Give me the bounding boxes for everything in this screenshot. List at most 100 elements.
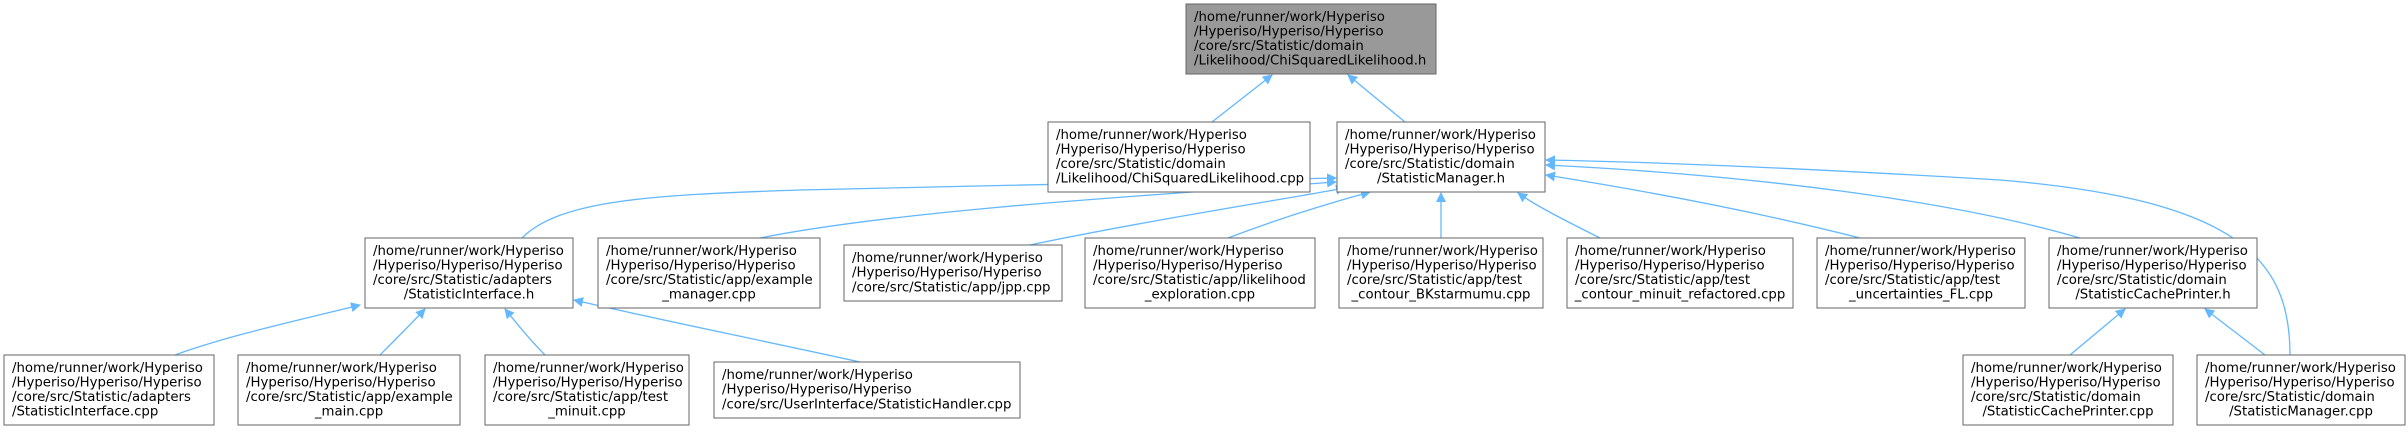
node-label-line: /Hyperiso/Hyperiso/Hyperiso	[722, 383, 912, 398]
node-example-main[interactable]: /home/runner/work/Hyperiso/Hyperiso/Hype…	[237, 354, 461, 426]
node-label-line: /core/src/Statistic/app/jpp.cpp	[852, 280, 1051, 295]
node-label-line: _minuit.cpp	[547, 405, 625, 420]
node-label-line: /Likelihood/ChiSquaredLikelihood.cpp	[1056, 172, 1304, 187]
node-label-line: /core/src/Statistic/app/example	[606, 273, 813, 288]
node-label-line: /home/runner/work/Hyperiso	[1971, 361, 2162, 376]
node-label-line: /home/runner/work/Hyperiso	[1347, 244, 1538, 259]
node-label-line: _contour_minuit_refactored.cpp	[1574, 288, 1786, 303]
node-box[interactable]	[1338, 237, 1544, 309]
edge-test_uncert-to-statmgr_h	[1545, 171, 1861, 239]
nodes-layer: /home/runner/work/Hyperiso/Hyperiso/Hype…	[3, 3, 2406, 426]
edge-statmgr_cpp-to-statmgr_h	[1545, 155, 2291, 356]
node-box[interactable]	[1566, 237, 1794, 309]
edge-jpp-to-statmgr_h	[1029, 184, 1346, 246]
node-box[interactable]	[2048, 237, 2258, 309]
node-chisq-cpp[interactable]: /home/runner/work/Hyperiso/Hyperiso/Hype…	[1047, 121, 1311, 193]
node-label-line: /core/src/Statistic/adapters	[373, 273, 552, 288]
node-label-line: /core/src/Statistic/domain	[1056, 157, 1226, 172]
node-label-line: /Hyperiso/Hyperiso/Hyperiso	[373, 258, 563, 273]
node-label-line: /Hyperiso/Hyperiso/Hyperiso	[1093, 258, 1283, 273]
node-label-line: /home/runner/work/Hyperiso	[2057, 244, 2248, 259]
node-label-line: /core/src/Statistic/app/test	[493, 390, 668, 405]
edge-statmgr_cpp-to-cache_printer_h	[2204, 308, 2266, 356]
node-label-line: /core/src/Statistic/domain	[2057, 273, 2227, 288]
node-label-line: /Hyperiso/Hyperiso/Hyperiso	[1345, 142, 1535, 157]
node-label-line: /Hyperiso/Hyperiso/Hyperiso	[1575, 258, 1765, 273]
node-cache-printer-cpp[interactable]: /home/runner/work/Hyperiso/Hyperiso/Hype…	[1962, 354, 2174, 426]
node-example-manager[interactable]: /home/runner/work/Hyperiso/Hyperiso/Hype…	[597, 237, 821, 309]
node-label-line: /StatisticCachePrinter.h	[2075, 288, 2230, 303]
node-box[interactable]	[1962, 354, 2174, 426]
edge-statint_cpp-to-statint_h	[174, 302, 361, 356]
node-box[interactable]	[3, 354, 215, 426]
node-label-line: _manager.cpp	[661, 288, 756, 303]
node-label-line: /home/runner/work/Hyperiso	[2205, 361, 2396, 376]
node-label-line: /home/runner/work/Hyperiso	[1575, 244, 1766, 259]
edges-layer	[174, 74, 2291, 363]
node-label-line: /Hyperiso/Hyperiso/Hyperiso	[1056, 142, 1246, 157]
node-label-line: /core/src/UserInterface/StatisticHandler…	[722, 397, 1011, 412]
node-box[interactable]	[2196, 354, 2406, 426]
node-label-line: /StatisticManager.h	[1377, 172, 1505, 187]
node-label-line: /core/src/Statistic/domain	[2205, 390, 2375, 405]
node-box[interactable]	[364, 237, 574, 309]
node-box[interactable]	[1084, 237, 1316, 309]
node-label-line: /home/runner/work/Hyperiso	[1056, 128, 1247, 143]
node-statmgr-cpp[interactable]: /home/runner/work/Hyperiso/Hyperiso/Hype…	[2196, 354, 2406, 426]
node-test-contour-bk[interactable]: /home/runner/work/Hyperiso/Hyperiso/Hype…	[1338, 237, 1544, 309]
node-label-line: _uncertainties_FL.cpp	[1848, 288, 1993, 303]
node-cache-printer-h[interactable]: /home/runner/work/Hyperiso/Hyperiso/Hype…	[2048, 237, 2258, 309]
edge-likelihood_exp-to-statmgr_h	[1227, 189, 1371, 239]
node-label-line: /Hyperiso/Hyperiso/Hyperiso	[246, 375, 436, 390]
edge-cache_printer_h-to-statmgr_h	[1545, 160, 2081, 239]
node-label-line: /Hyperiso/Hyperiso/Hyperiso	[606, 258, 796, 273]
node-label-line: /core/src/Statistic/domain	[1194, 39, 1364, 54]
node-box[interactable]	[713, 361, 1021, 419]
node-likelihood-exp[interactable]: /home/runner/work/Hyperiso/Hyperiso/Hype…	[1084, 237, 1316, 309]
node-test-uncert[interactable]: /home/runner/work/Hyperiso/Hyperiso/Hype…	[1816, 237, 2026, 309]
node-label-line: /home/runner/work/Hyperiso	[722, 368, 913, 383]
node-label-line: /Hyperiso/Hyperiso/Hyperiso	[852, 266, 1042, 281]
node-box[interactable]	[484, 354, 690, 426]
node-box[interactable]	[1816, 237, 2026, 309]
node-label-line: /Hyperiso/Hyperiso/Hyperiso	[1347, 258, 1537, 273]
node-label-line: /Hyperiso/Hyperiso/Hyperiso	[12, 375, 202, 390]
node-box[interactable]	[597, 237, 821, 309]
edge-example_main-to-statint_h	[379, 308, 426, 356]
node-label-line: /home/runner/work/Hyperiso	[1194, 10, 1385, 25]
edge-test_contour_minuit-to-statmgr_h	[1517, 192, 1601, 239]
node-label-line: /StatisticCachePrinter.cpp	[1982, 405, 2153, 420]
node-box[interactable]	[1336, 121, 1546, 193]
node-statmgr-h[interactable]: /home/runner/work/Hyperiso/Hyperiso/Hype…	[1336, 121, 1546, 193]
node-label-line: /Hyperiso/Hyperiso/Hyperiso	[1971, 375, 2161, 390]
node-label-line: /core/src/Statistic/domain	[1345, 157, 1515, 172]
node-statint-h[interactable]: /home/runner/work/Hyperiso/Hyperiso/Hype…	[364, 237, 574, 309]
node-jpp[interactable]: /home/runner/work/Hyperiso/Hyperiso/Hype…	[843, 244, 1063, 302]
node-label-line: /StatisticInterface.cpp	[12, 405, 158, 420]
node-box[interactable]	[843, 244, 1063, 302]
edge-test_minuit-to-statint_h	[504, 308, 546, 356]
node-test-minuit[interactable]: /home/runner/work/Hyperiso/Hyperiso/Hype…	[484, 354, 690, 426]
node-root[interactable]: /home/runner/work/Hyperiso/Hyperiso/Hype…	[1185, 3, 1437, 75]
node-test-contour-minuit[interactable]: /home/runner/work/Hyperiso/Hyperiso/Hype…	[1566, 237, 1794, 309]
node-label-line: /core/src/Statistic/adapters	[12, 390, 191, 405]
node-label-line: /core/src/Statistic/app/test	[1575, 273, 1750, 288]
node-statint-cpp[interactable]: /home/runner/work/Hyperiso/Hyperiso/Hype…	[3, 354, 215, 426]
node-label-line: /home/runner/work/Hyperiso	[373, 244, 564, 259]
node-label-line: /core/src/Statistic/app/test	[1825, 273, 2000, 288]
node-box[interactable]	[237, 354, 461, 426]
node-box[interactable]	[1185, 3, 1437, 75]
node-label-line: _contour_BKstarmumu.cpp	[1351, 288, 1531, 303]
node-label-line: /StatisticInterface.h	[404, 288, 535, 303]
node-label-line: /Hyperiso/Hyperiso/Hyperiso	[493, 375, 683, 390]
node-stat-handler[interactable]: /home/runner/work/Hyperiso/Hyperiso/Hype…	[713, 361, 1021, 419]
node-label-line: /Hyperiso/Hyperiso/Hyperiso	[1825, 258, 2015, 273]
node-label-line: /Hyperiso/Hyperiso/Hyperiso	[2057, 258, 2247, 273]
node-label-line: /home/runner/work/Hyperiso	[1825, 244, 2016, 259]
node-label-line: /core/src/Statistic/app/test	[1347, 273, 1522, 288]
node-box[interactable]	[1047, 121, 1311, 193]
node-label-line: /home/runner/work/Hyperiso	[606, 244, 797, 259]
node-label-line: /Hyperiso/Hyperiso/Hyperiso	[1194, 24, 1384, 39]
node-label-line: /home/runner/work/Hyperiso	[852, 251, 1043, 266]
